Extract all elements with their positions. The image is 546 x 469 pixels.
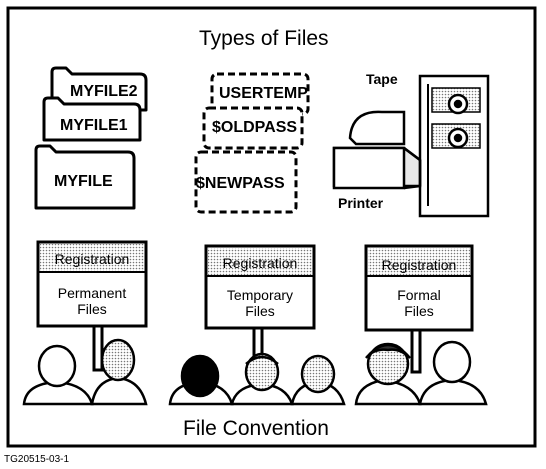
folder-myfile [34,144,136,210]
sign-line2-temporary: Files [245,303,275,319]
diagram-caption: File Convention [183,417,329,440]
outer-border [6,6,537,448]
tape-label: Tape [366,71,398,87]
tape-drive-graphic [418,74,490,218]
diagram-title: Types of Files [199,27,329,50]
temporary-file-folders [194,72,310,214]
folder-label-myfile: MYFILE [54,173,113,190]
sign-line2-formal: Files [404,303,434,319]
sign-line1-temporary: Temporary [226,287,294,303]
permanent-file-folders [34,66,148,210]
sign-line1-formal: Formal [397,287,441,303]
sign-line2-permanent: Files [77,301,107,317]
folder-myfile1 [42,96,142,142]
printer-graphic [332,110,422,190]
printer-label: Printer [338,195,384,211]
folder-label-oldpass: $OLDPASS [212,119,298,136]
folder-newpass [194,150,298,214]
sign-header-temporary: Registration [222,255,298,271]
folder-label-myfile1: MYFILE1 [60,117,128,134]
sign-header-formal: Registration [381,257,457,273]
figure-id: TG20515-03-1 [4,454,70,465]
folder-oldpass [202,106,304,150]
sign-boards [36,240,474,332]
folder-label-newpass: $NEWPASS [196,175,285,192]
sign-line1-permanent: Permanent [57,285,127,301]
audience-graphic [22,338,488,406]
folder-label-myfile2: MYFILE2 [70,83,138,100]
sign-header-permanent: Registration [54,251,130,267]
folder-label-usertemp: USERTEMP [219,85,308,102]
folder-myfile2 [50,66,148,112]
folder-usertemp [210,72,310,116]
